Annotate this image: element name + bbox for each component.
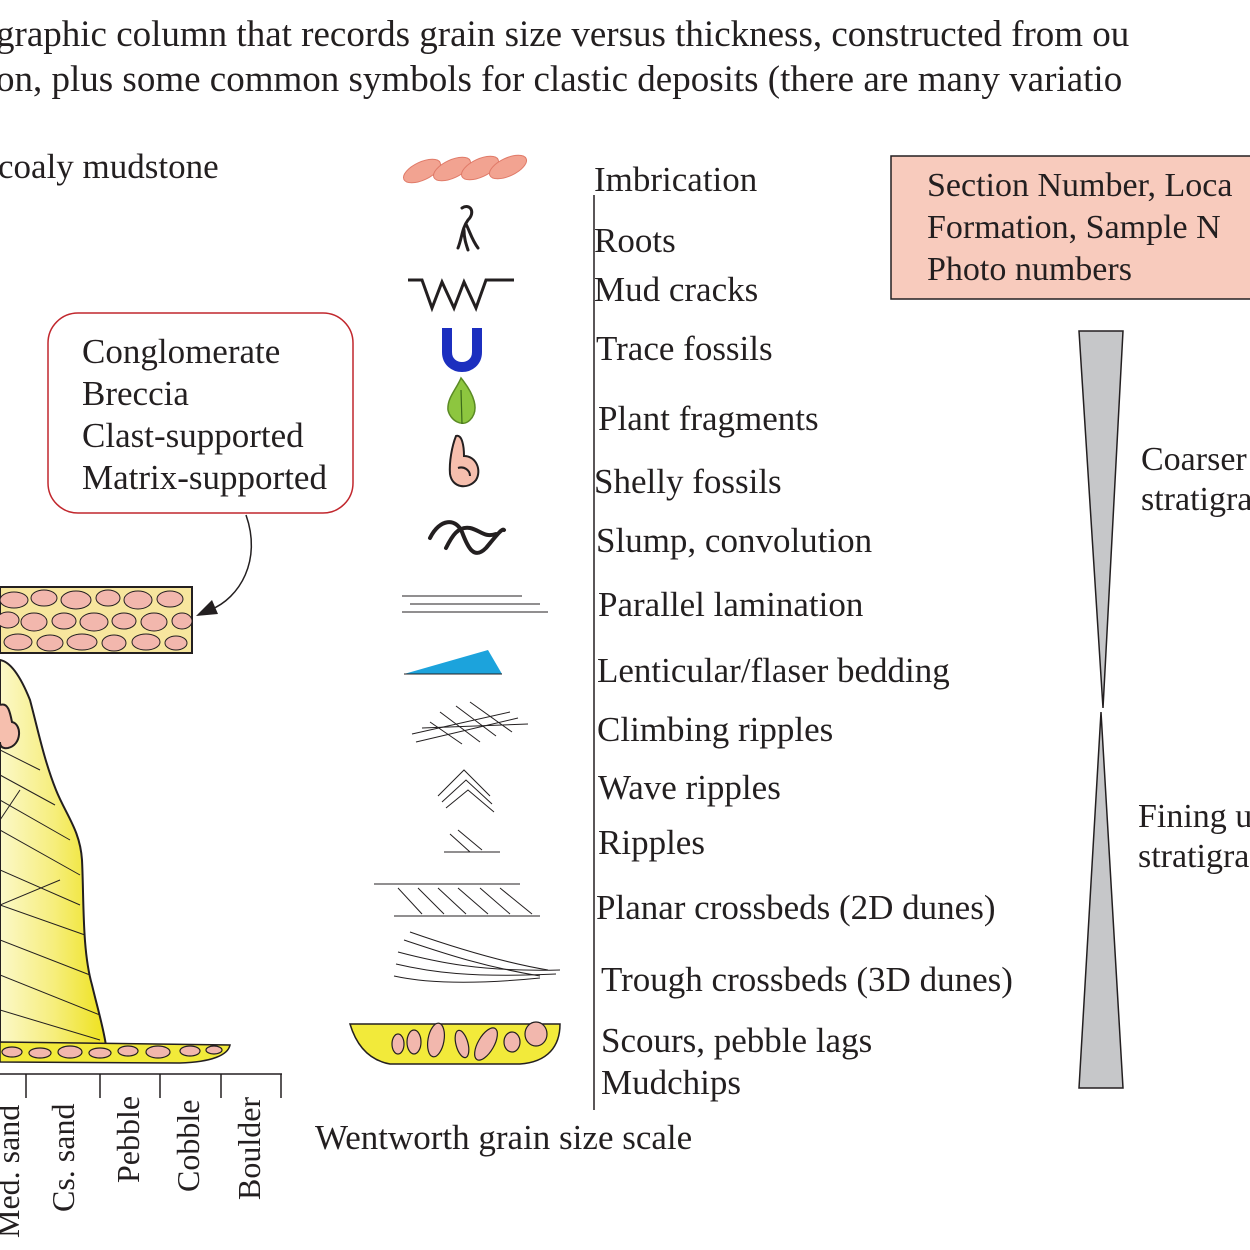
legend-label-scours: Scours, pebble lags <box>601 1021 873 1060</box>
breccia-label: Breccia <box>82 374 189 413</box>
caption-line-1: graphic column that records grain size v… <box>0 14 1130 55</box>
legend-label-roots: Roots <box>594 221 676 260</box>
clast-supported-label: Clast-supported <box>82 416 304 455</box>
legend-label-plant-fragments: Plant fragments <box>598 399 819 438</box>
plant-fragments-icon <box>447 376 476 425</box>
imbrication-icon <box>402 154 528 184</box>
legend-label-ripples: Ripples <box>598 823 705 862</box>
trough-crossbeds-icon <box>393 931 561 983</box>
climbing-ripples-icon <box>411 701 529 745</box>
metadata-line-1: Section Number, Loca <box>927 167 1233 204</box>
parallel-lamination-icon <box>402 595 548 613</box>
crossbed-lines <box>0 749 101 1041</box>
callout-arrowhead <box>196 600 218 616</box>
stratigraphic-column <box>0 586 282 1098</box>
planar-crossbeds-icon <box>374 883 540 917</box>
conglomerate-callout-box <box>47 312 354 514</box>
fining-up-wedge <box>1078 711 1124 1089</box>
legend-label-climbing-ripples: Climbing ripples <box>597 710 834 749</box>
grain-label-boulder: Boulder <box>231 1096 267 1200</box>
fining-label-1: Fining u <box>1138 798 1250 835</box>
legend-label-parallel-lamination: Parallel lamination <box>598 585 864 624</box>
grain-size-axis <box>0 1073 282 1098</box>
legend-label-wave-ripples: Wave ripples <box>598 768 781 807</box>
slump-icon <box>428 520 506 555</box>
ripples-icon <box>444 829 500 853</box>
grain-label-cobble: Cobble <box>170 1099 206 1192</box>
legend-label-planar-crossbeds: Planar crossbeds (2D dunes) <box>596 888 996 927</box>
metadata-line-2: Formation, Sample N <box>927 209 1221 246</box>
sandstone-bed <box>0 658 108 1047</box>
coarsening-up-wedge <box>1078 330 1124 709</box>
metadata-line-3: Photo numbers <box>927 251 1132 288</box>
column-top-label: coaly mudstone <box>0 147 219 186</box>
fining-label-2: stratigra <box>1138 838 1250 875</box>
trace-fossils-icon <box>442 328 482 372</box>
wave-ripples-icon <box>437 769 495 813</box>
callout-arrow <box>209 514 253 611</box>
column-shell-fossil <box>0 703 20 750</box>
coarsening-label-1: Coarser <box>1141 441 1247 478</box>
coarsening-label-2: stratigra <box>1141 481 1250 518</box>
mud-cracks-icon <box>408 278 514 313</box>
shelly-fossils-icon <box>448 434 480 488</box>
wentworth-scale-title: Wentworth grain size scale <box>315 1118 693 1157</box>
lenticular-bedding-icon <box>404 650 502 675</box>
legend-label-mud-cracks: Mud cracks <box>594 270 759 309</box>
legend-label-imbrication: Imbrication <box>594 160 758 199</box>
legend-label-mudchips: Mudchips <box>601 1063 741 1102</box>
roots-icon <box>456 205 480 252</box>
grain-label-pebble: Pebble <box>110 1095 146 1183</box>
conglomerate-label: Conglomerate <box>82 332 281 371</box>
grain-label-med-sand: Med. sand <box>0 1104 26 1238</box>
grain-label-cs-sand: Cs. sand <box>45 1103 81 1212</box>
metadata-box <box>890 155 1250 300</box>
conglomerate-bed <box>0 586 193 654</box>
scours-icon <box>348 1021 561 1065</box>
legend-label-trace-fossils: Trace fossils <box>596 329 773 368</box>
legend-label-trough-crossbeds: Trough crossbeds (3D dunes) <box>601 960 1013 999</box>
legend-label-lenticular-bedding: Lenticular/flaser bedding <box>597 651 950 690</box>
basal-pebble-lag <box>0 1041 231 1064</box>
caption-line-2: on, plus some common symbols for clastic… <box>0 59 1123 100</box>
legend-label-shelly-fossils: Shelly fossils <box>594 462 782 501</box>
legend-label-slump: Slump, convolution <box>596 521 873 560</box>
matrix-supported-label: Matrix-supported <box>82 458 327 497</box>
